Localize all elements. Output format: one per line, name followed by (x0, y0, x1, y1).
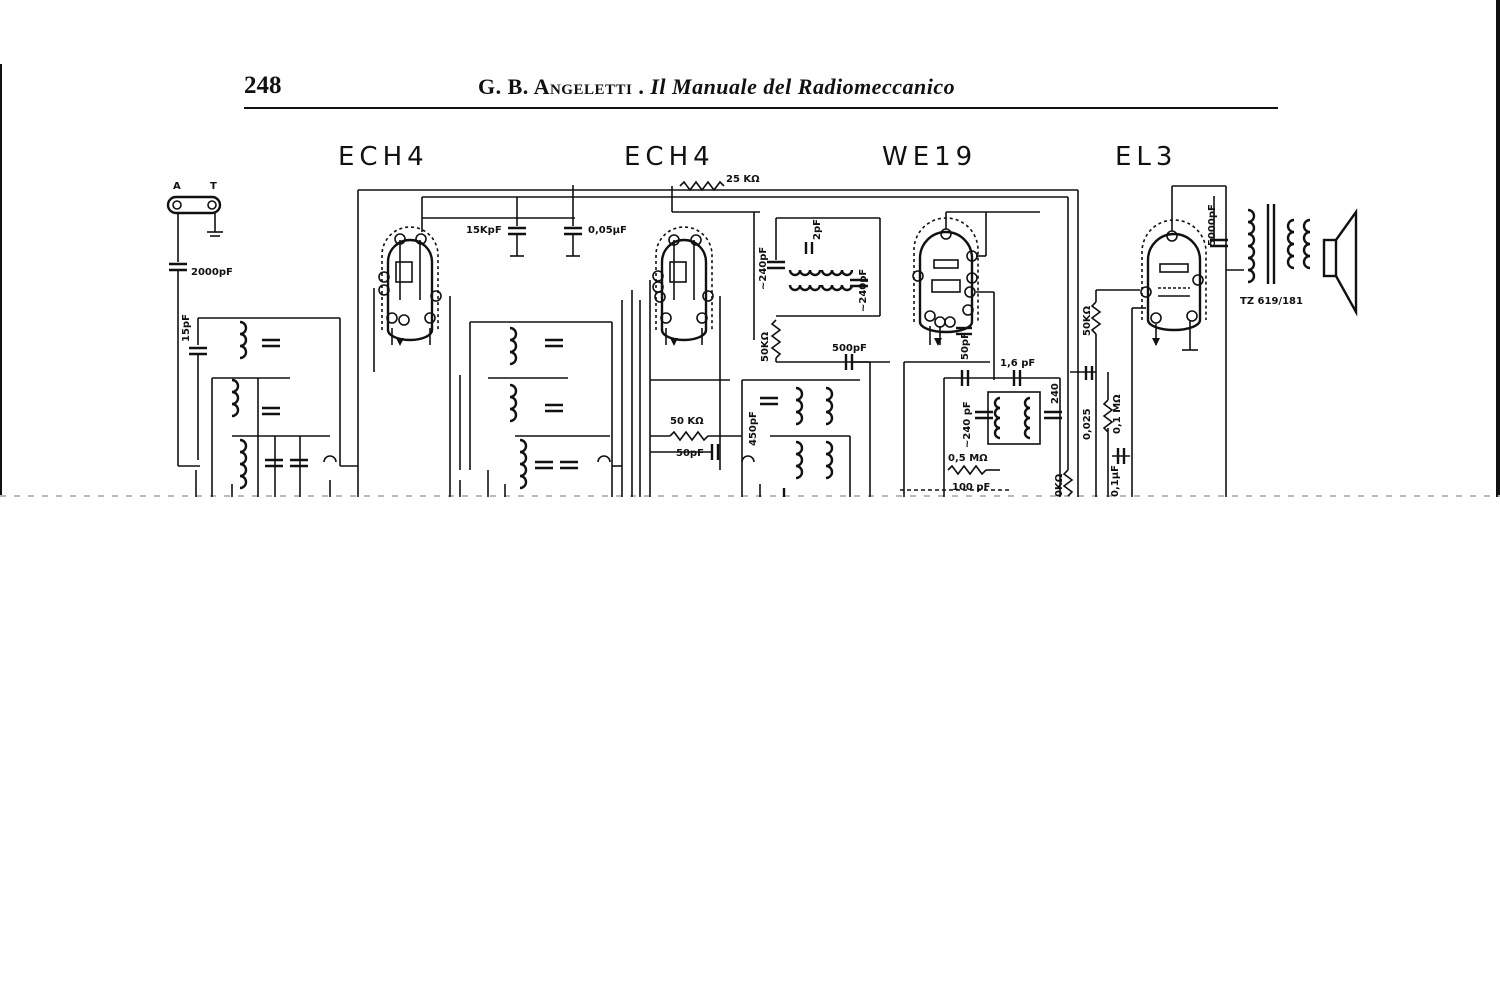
tube-el3 (1140, 185, 1227, 497)
antenna-label-t: T (210, 181, 217, 192)
audio-network: 50KΩ 0,025 0,1 MΩ 0,1μF (1070, 190, 1146, 497)
scan-edge-right (1496, 0, 1500, 497)
output-stage: 5000pF TZ 619/181 (1207, 196, 1358, 317)
if-transformer-3: 1,6 pF ~240 pF 240 (943, 358, 1062, 497)
antenna-label-a: A (173, 181, 181, 192)
tube-we19 (903, 211, 1040, 497)
capacitor-50pf-b: 50pF (956, 326, 972, 360)
label-240pf-c: ~240 pF (962, 401, 973, 448)
wave-switch-contacts (195, 470, 1010, 497)
label-50pf-a: 50pF (676, 448, 704, 459)
label-50k-b: 50 KΩ (670, 416, 704, 427)
if-transformer-2: 450pF (741, 379, 860, 497)
radio-schematic: ECH4 ECH4 WE19 EL3 A T 2000pF (166, 142, 1358, 497)
label-50k-c: 50KΩ (1082, 305, 1093, 336)
capacitor-15kpf: 15KpF (466, 197, 526, 257)
antenna-terminal: A T (166, 181, 223, 262)
header-rule (244, 107, 1278, 109)
if-transformer-1: ~240pF 2pF ~240pF (753, 212, 881, 340)
label-2pf: 2pF (812, 219, 823, 240)
label-5000pf: 5000pF (1207, 204, 1218, 246)
scan-cut-edge (0, 495, 1500, 497)
label-15pf: 15pF (181, 314, 192, 342)
resistor-0k: 0KΩ (1054, 197, 1074, 497)
book-title: Il Manuale del Radiomeccanico (650, 74, 956, 99)
capacitor-2000pf: 2000pF (169, 262, 233, 467)
page-number: 248 (244, 72, 282, 99)
label-0025: 0,025 (1082, 408, 1093, 440)
label-240pf-b: ~240pF (858, 269, 869, 312)
capacitor-500pf: 500pF (832, 343, 871, 497)
capacitor-005uf: 0,05μF (564, 185, 627, 257)
tube-1-wiring (357, 189, 1078, 497)
label-05m: 0,5 MΩ (948, 453, 988, 464)
capacitor-50pf-a: 50pF (650, 444, 720, 460)
label-15kpf: 15KpF (466, 225, 502, 236)
resistor-05m: 0,5 MΩ (947, 453, 1000, 476)
tube-label-we19: WE19 (882, 142, 977, 172)
page-scan: 248 G. B. Angeletti . Il Manuale del Rad… (0, 0, 1500, 497)
tube-label-el3: EL3 (1115, 142, 1177, 172)
label-450pf: 450pF (748, 411, 759, 446)
capacitor-15pf: 15pF (181, 314, 340, 460)
running-head: G. B. Angeletti . Il Manuale del Radiome… (478, 74, 955, 100)
label-50k-a: 50KΩ (760, 331, 771, 362)
author-name: G. B. Angeletti (478, 74, 633, 99)
tube-label-ech4-2: ECH4 (624, 142, 715, 172)
label-240pf-a: ~240pF (758, 247, 769, 290)
tube-ech4-2 (631, 226, 730, 497)
head-separator: . (638, 74, 645, 99)
label-01uf: 0,1μF (1110, 465, 1121, 497)
label-2000pf: 2000pF (191, 267, 233, 278)
label-0k: 0KΩ (1054, 473, 1065, 497)
label-16pf: 1,6 pF (1000, 358, 1035, 369)
second-coils (459, 300, 623, 497)
resistor-50k-b: 50 KΩ (650, 416, 742, 442)
tube-label-ech4-1: ECH4 (338, 142, 429, 172)
label-25k: 25 KΩ (726, 174, 760, 185)
capacitor-100pf: 100 pF (952, 482, 990, 493)
label-100pf: 100 pF (952, 482, 990, 493)
label-01m: 0,1 MΩ (1112, 394, 1123, 434)
tube-ech4-1 (378, 226, 442, 346)
label-50pf-b: 50pF (960, 332, 971, 360)
label-500pf: 500pF (832, 343, 867, 354)
input-coils (211, 318, 358, 497)
resistor-50k-a: 50KΩ (760, 319, 890, 363)
label-005uf: 0,05μF (588, 225, 627, 236)
label-transformer: TZ 619/181 (1240, 296, 1303, 307)
scan-edge-left (0, 64, 2, 497)
resistor-25k: 25 KΩ (671, 174, 760, 213)
label-240pf-d: 240 (1050, 383, 1061, 404)
